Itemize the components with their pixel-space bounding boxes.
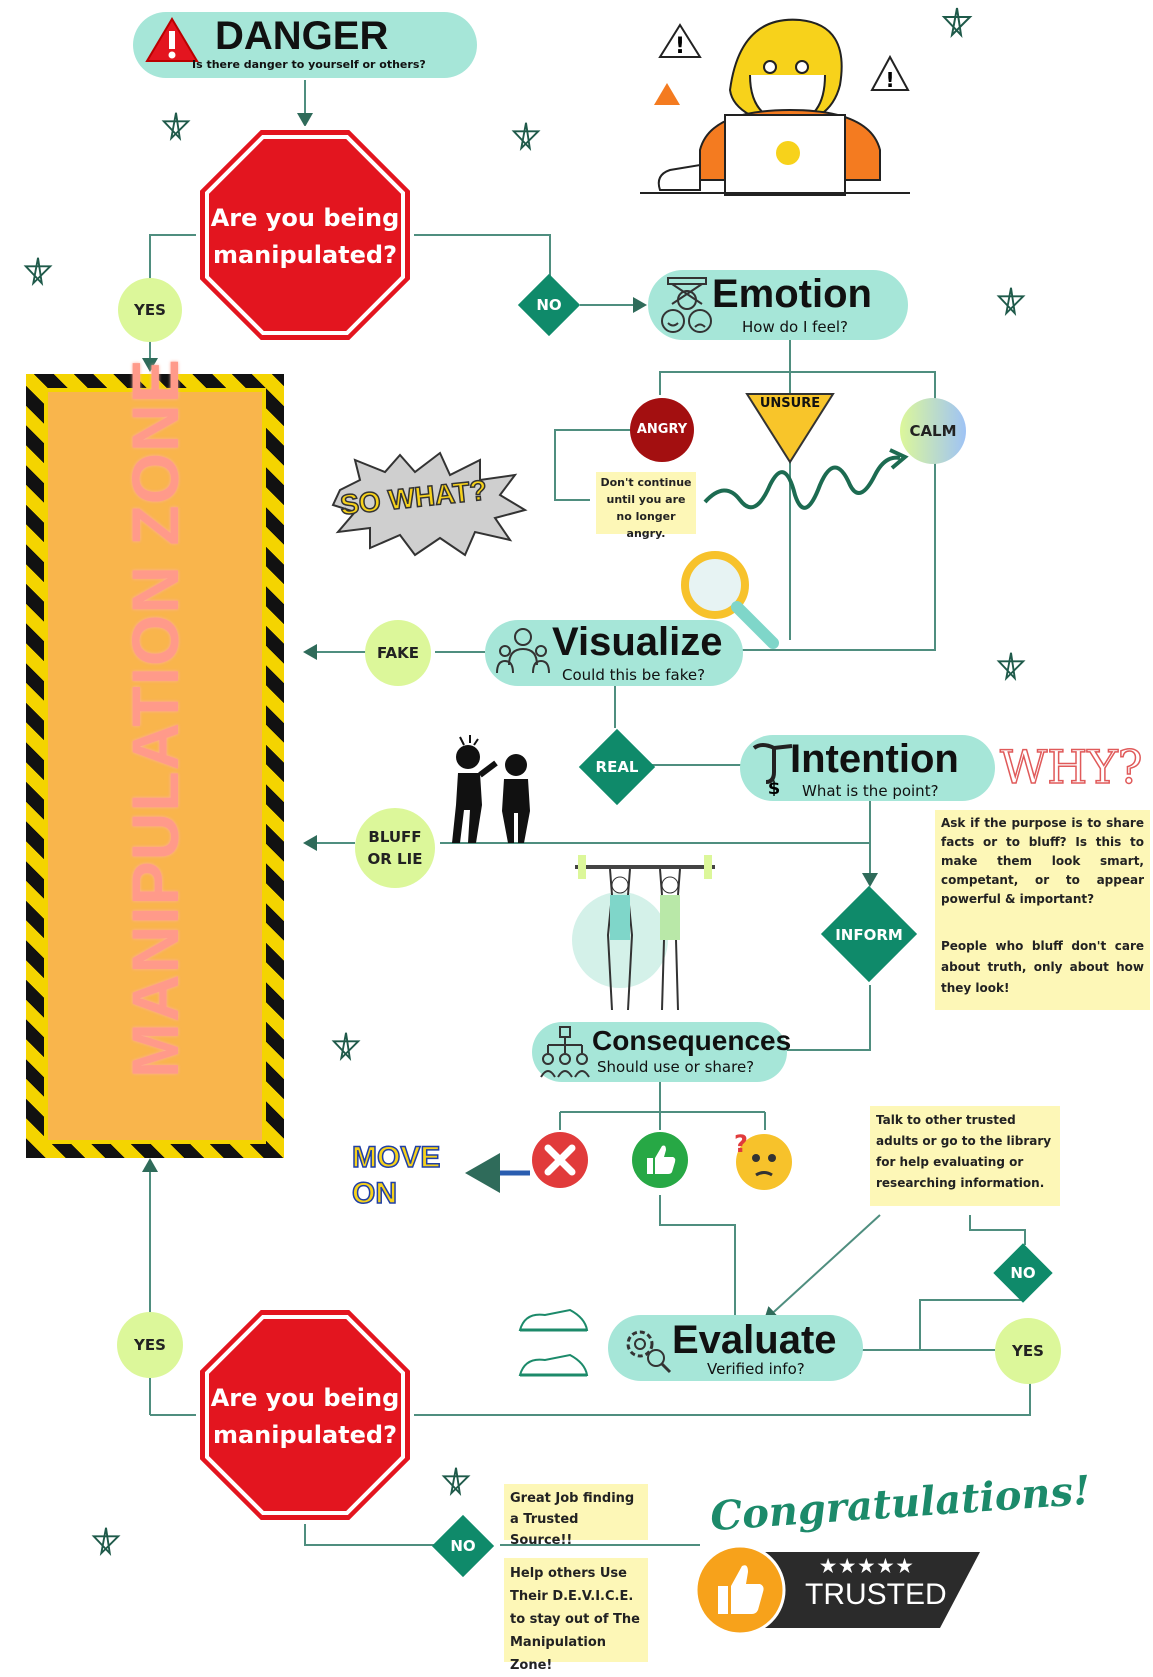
- help-others-note: Help others Use Their D.E.V.I.C.E. to st…: [504, 1558, 648, 1673]
- confused-face-icon[interactable]: ?: [728, 1130, 794, 1192]
- so-what-burst: [331, 451, 528, 557]
- why-text: WHY?: [999, 739, 1143, 795]
- trusted-adults-note: Talk to other trusted adults or go to th…: [870, 1106, 1060, 1206]
- no-top-label: NO: [536, 296, 562, 314]
- danger-title: DANGER: [215, 14, 389, 58]
- star-doodle-icon: [941, 7, 973, 38]
- move-on-text: MOVE ON: [351, 1140, 441, 1211]
- thumbs-up-icon[interactable]: [630, 1130, 690, 1190]
- trusted-stars: ★★★★★: [820, 1556, 916, 1576]
- sneakers-icon: [518, 1308, 589, 1377]
- stop-sign-top: [196, 126, 414, 344]
- consequences-subtitle: Should use or share?: [597, 1058, 755, 1076]
- svg-text:?: ?: [734, 1130, 748, 1158]
- visualize-title: Visualize: [552, 620, 723, 664]
- crowd-icon: [496, 628, 550, 674]
- danger-pill: [133, 12, 477, 78]
- unsure-triangle[interactable]: [745, 392, 835, 464]
- arguing-people-icon: [452, 735, 530, 843]
- angry-circle[interactable]: ANGRY: [630, 398, 694, 462]
- star-doodle-icon: [441, 1467, 471, 1497]
- visualize-subtitle: Could this be fake?: [562, 666, 706, 684]
- no-eval-label: NO: [1010, 1264, 1036, 1282]
- stop-top-line1: Are you being: [210, 204, 400, 232]
- consequences-title: Consequences: [592, 1025, 792, 1056]
- angry-note: Don't continue until you are no longer a…: [596, 472, 696, 540]
- star-doodle-icon: [91, 1527, 121, 1557]
- star-doodle-icon: [23, 257, 53, 287]
- star-doodle-icon: [331, 1032, 361, 1062]
- fake-circle[interactable]: FAKE: [365, 620, 431, 686]
- consequences-pill: [532, 1022, 787, 1082]
- trusted-label: TRUSTED: [805, 1578, 947, 1611]
- star-doodle-icon: [511, 122, 541, 152]
- yes-top-circle[interactable]: YES: [118, 278, 182, 342]
- magnifier-icon: [681, 551, 779, 649]
- yes-eval-circle[interactable]: YES: [995, 1318, 1061, 1384]
- star-doodle-icon: [996, 652, 1026, 682]
- squiggle-arrow-icon: [703, 448, 909, 510]
- svg-text:$: $: [768, 778, 781, 796]
- inform-label: INFORM: [835, 926, 903, 944]
- star-doodle-icon: [161, 112, 191, 142]
- yes-bottom-circle[interactable]: YES: [117, 1312, 183, 1378]
- svg-text:!: !: [675, 34, 685, 59]
- intention-title: Intention: [790, 737, 959, 781]
- star-doodle-icon: [996, 287, 1026, 317]
- evaluate-title: Evaluate: [672, 1318, 837, 1362]
- weightlifters-icon: [572, 855, 715, 1011]
- dollar-hook-icon: $: [752, 743, 793, 796]
- laptop-person-icon: ! !: [640, 18, 910, 196]
- real-label: REAL: [595, 758, 639, 776]
- stop-bottom-line1: Are you being: [210, 1384, 400, 1412]
- manipulation-zone-label: MANIPULATION ZONE: [118, 358, 192, 1078]
- stop-top-line2: manipulated?: [212, 241, 398, 269]
- evaluate-subtitle: Verified info?: [707, 1360, 805, 1378]
- gear-search-icon: [626, 1330, 672, 1374]
- x-icon[interactable]: [530, 1130, 590, 1190]
- emotion-faces-icon: [661, 277, 712, 333]
- great-job-note: Great Job finding a Trusted Source!!: [504, 1484, 648, 1548]
- warning-icon: [145, 17, 199, 62]
- danger-subtitle: Is there danger to yourself or others?: [192, 58, 426, 71]
- svg-text:!: !: [885, 68, 894, 92]
- stop-bottom-line2: manipulated?: [212, 1421, 398, 1449]
- intention-subtitle: What is the point?: [802, 782, 939, 800]
- intention-note-2: People who bluff don't care about truth,…: [935, 906, 1150, 1010]
- emotion-title: Emotion: [712, 272, 872, 316]
- team-icon: [540, 1026, 590, 1078]
- stop-sign-bottom: [196, 1306, 414, 1524]
- calm-circle[interactable]: CALM: [900, 398, 966, 464]
- emotion-subtitle: How do I feel?: [742, 318, 849, 336]
- unsure-label: UNSURE: [759, 396, 821, 411]
- manipulation-zone: [48, 392, 262, 1140]
- no-bottom-label: NO: [450, 1537, 476, 1555]
- trusted-badge: [694, 1544, 980, 1636]
- intention-note-1: Ask if the purpose is to share facts or …: [935, 810, 1150, 906]
- bluff-circle[interactable]: BLUFF OR LIE: [355, 808, 435, 888]
